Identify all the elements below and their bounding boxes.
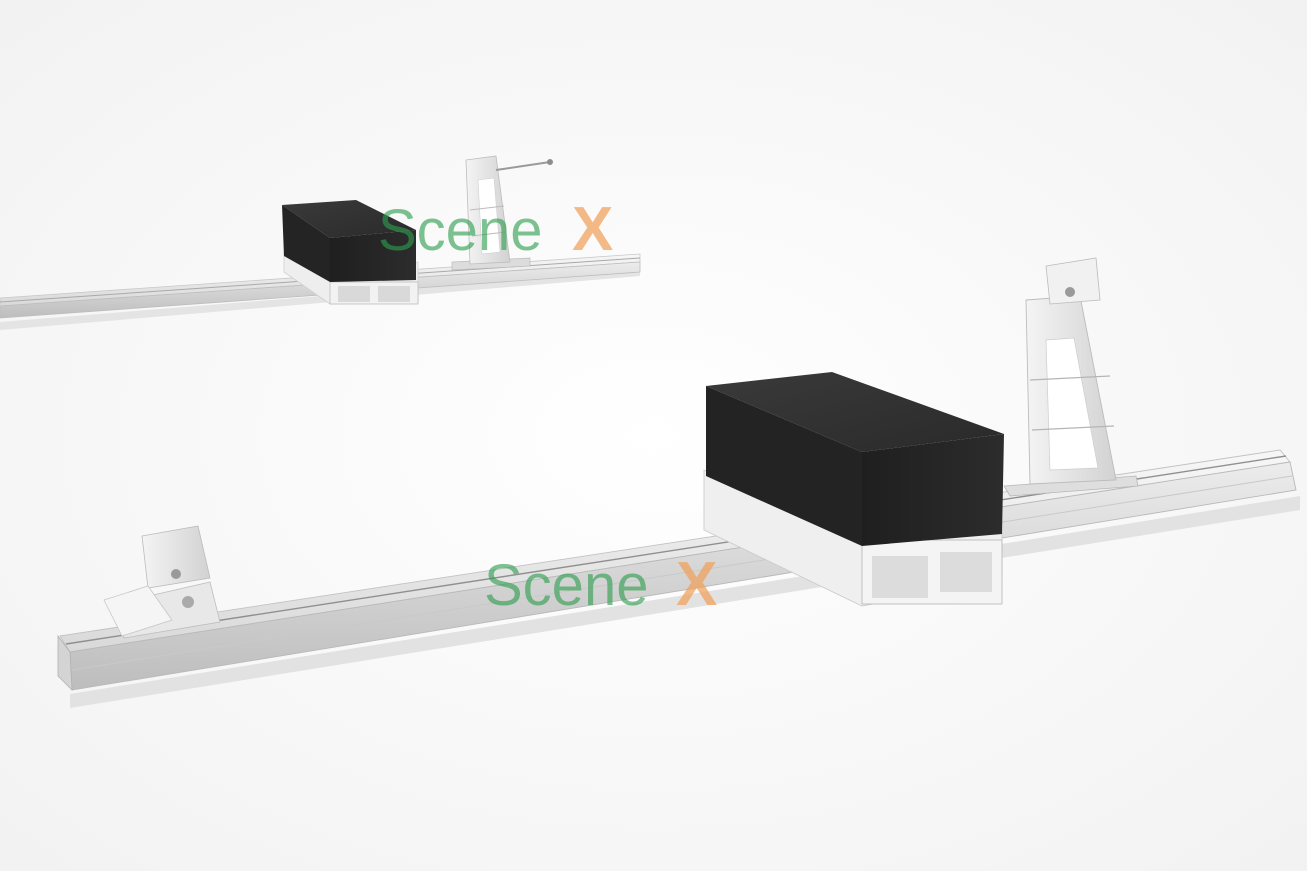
watermark-top: Scene X (378, 195, 613, 264)
far-ballast-block (282, 200, 419, 305)
far-mounting-assembly (0, 155, 641, 330)
near-tilt-bracket-tall (1003, 257, 1139, 497)
watermark-bottom-mark: X (676, 550, 717, 619)
far-tilt-bracket (451, 155, 553, 271)
watermark-bottom-text: Scene (484, 553, 648, 618)
near-ballast-block (703, 372, 1004, 607)
watermark-top-text: Scene (378, 198, 542, 263)
watermark-top-mark: X (572, 195, 613, 264)
near-mounting-assembly (57, 257, 1300, 708)
watermark-bottom: Scene X (484, 550, 717, 619)
far-rail-shadow (0, 270, 640, 330)
near-tilt-bracket-short (103, 525, 221, 639)
